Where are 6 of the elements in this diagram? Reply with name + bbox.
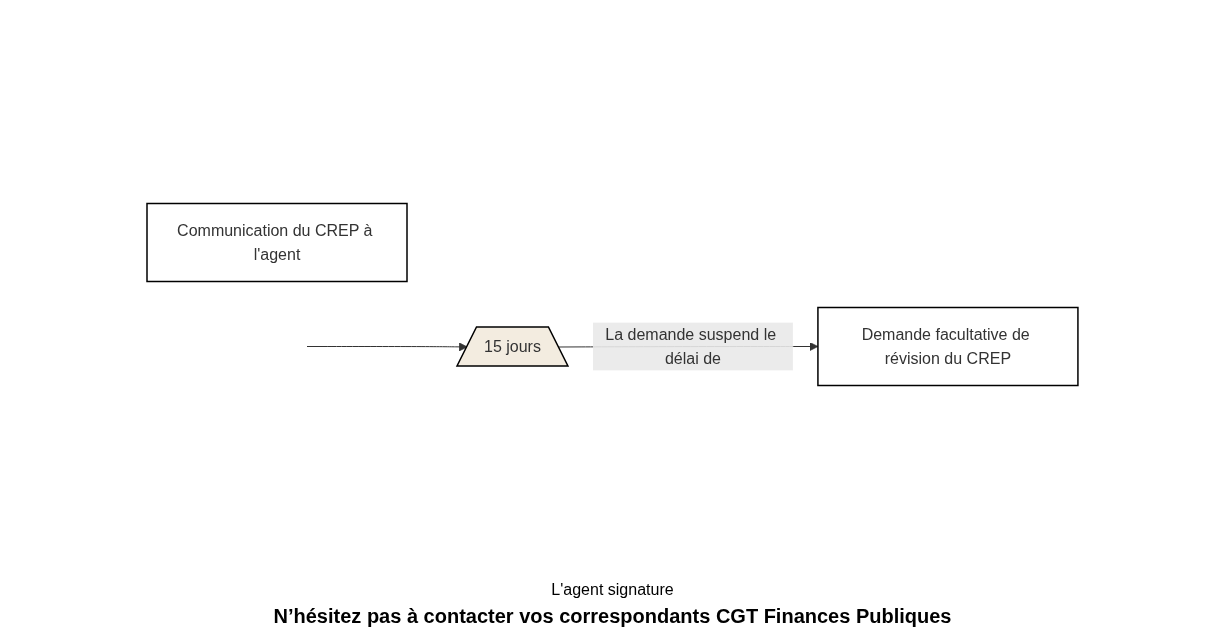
arrow [306,342,468,352]
edge-label: La demande suspend le délai de [605,325,777,367]
note-text: L'agent signature [551,581,674,599]
node-box: Demande facultative de révision du CREP [817,306,1079,387]
node-box: Communication du CREP à l'agent [146,202,408,283]
footer-note: N’hésitez pas à contacter vos correspondants CGT Finances Publiques [273,605,952,628]
